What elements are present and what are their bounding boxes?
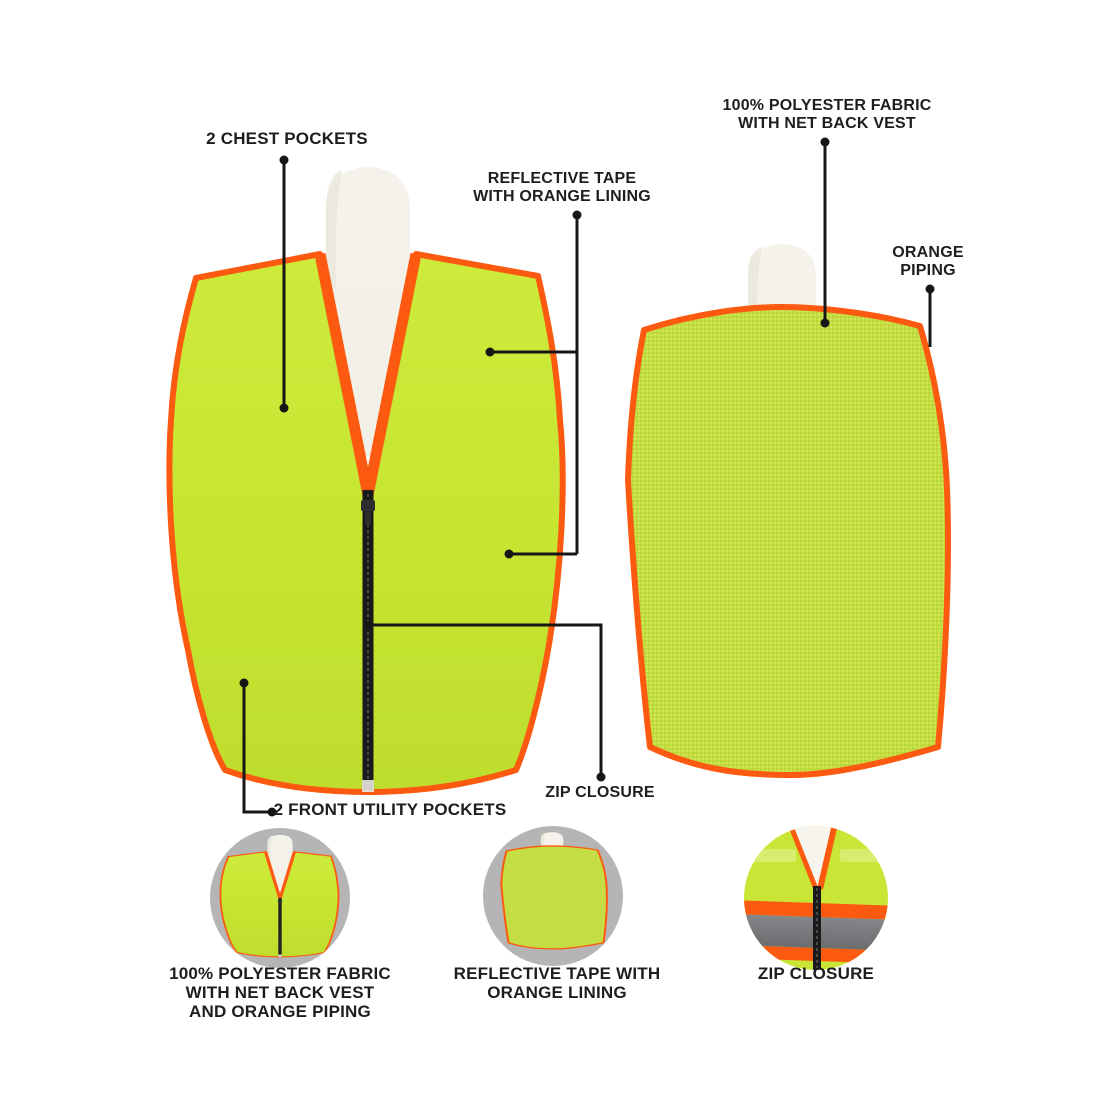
callout-lines — [242, 142, 932, 814]
orange-piping-label: ORANGE PIPING — [892, 244, 963, 280]
reflective-tape-label-line2: WITH ORANGE LINING — [473, 188, 651, 205]
inset-reflective-circle — [483, 826, 623, 966]
orange-piping-label-line1: ORANGE — [892, 244, 964, 261]
inset-polyester-caption-line2: WITH NET BACK VEST — [185, 983, 375, 1002]
inset-zip-circle — [744, 826, 888, 970]
inset-reflective-caption-line2: ORANGE LINING — [487, 983, 627, 1002]
inset-reflective-caption: REFLECTIVE TAPE WITH ORANGE LINING — [454, 964, 661, 1002]
inset-polyester-caption-line3: AND ORANGE PIPING — [189, 1002, 371, 1021]
polyester-fabric-label: 100% POLYESTER FABRIC WITH NET BACK VEST — [722, 97, 931, 133]
polyester-fabric-label-line2: WITH NET BACK VEST — [738, 115, 916, 132]
zip-closure-label: ZIP CLOSURE — [545, 784, 655, 801]
reflective-tape-label-line1: REFLECTIVE TAPE — [487, 170, 637, 187]
inset-polyester-circle — [210, 828, 350, 968]
inset-reflective-caption-line1: REFLECTIVE TAPE WITH — [453, 964, 661, 983]
utility-pockets-label: 2 FRONT UTILITY POCKETS — [273, 800, 507, 819]
front-vest-photo — [150, 167, 580, 792]
reflective-tape-label: REFLECTIVE TAPE WITH ORANGE LINING — [473, 170, 651, 206]
callout-dots — [239, 137, 935, 817]
inset-polyester-caption: 100% POLYESTER FABRIC WITH NET BACK VEST… — [169, 964, 391, 1021]
chest-pockets-label: 2 CHEST POCKETS — [206, 129, 368, 148]
back-vest-photo — [599, 244, 970, 781]
inset-polyester-caption-line1: 100% POLYESTER FABRIC — [169, 964, 391, 983]
inset-zip-caption: ZIP CLOSURE — [758, 964, 874, 983]
inset-zip-caption-line1: ZIP CLOSURE — [757, 964, 875, 983]
orange-piping-label-line2: PIPING — [900, 262, 956, 279]
polyester-fabric-label-line1: 100% POLYESTER FABRIC — [722, 97, 932, 114]
